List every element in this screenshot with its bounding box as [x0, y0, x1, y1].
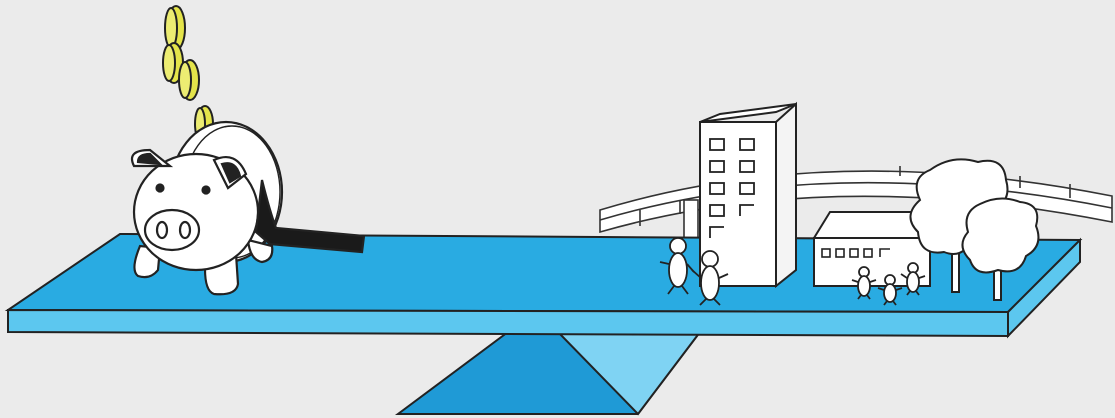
- coin-icon: [179, 60, 199, 100]
